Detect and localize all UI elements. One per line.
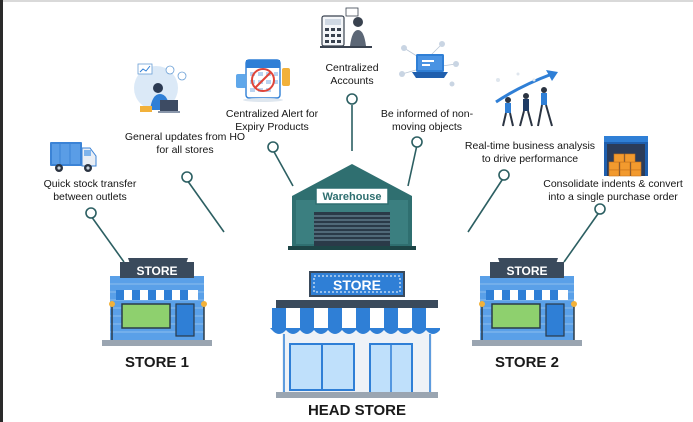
dot-centralized-accounts [346,93,358,105]
left-border [0,0,3,422]
label-line: Accounts [330,74,374,87]
store-2-sign-text: STORE [506,264,547,278]
connector-consolidate [563,210,601,263]
store-2-label: STORE 2 [495,354,559,371]
connector-expiry-alert [272,149,294,187]
dot-general-updates [181,171,193,183]
accountant-calculator-icon [320,7,372,48]
label-line: Be informed of non- [380,108,474,120]
label-general-updates: General updates from HO for all stores [110,131,260,156]
label-stock-transfer: Quick stock transfer between outlets [20,178,160,203]
label-line: General updates from HO [124,131,246,143]
label-line: Quick stock transfer [43,178,137,190]
warehouse-sign-text: Warehouse [323,191,382,203]
label-line: moving objects [391,120,463,133]
head-store-sign-inner [313,275,401,293]
label-line: Real-time business analysis [464,140,596,152]
delivery-truck-icon [50,142,97,172]
dot-non-moving [411,136,423,148]
connector-general-updates [186,179,225,233]
team-growth-chart-icon [495,70,558,127]
expiry-alert-calendar-icon [236,59,290,102]
store-2-building [472,258,582,346]
label-expiry-alert: Centralized Alert for Expiry Products [212,108,332,133]
dot-stock-transfer [85,207,97,219]
dot-business-analysis [498,169,510,181]
head-store-building [270,300,442,398]
head-store-sign-text: STORE [333,277,381,293]
label-line: Centralized [325,62,379,74]
person-laptop-analytics-icon [134,63,187,113]
label-line: to drive performance [481,152,579,165]
warehouse-building [288,164,416,250]
label-line: between outlets [53,190,127,203]
store-1-sign-board [120,262,194,278]
connector-stock-transfer [90,215,125,263]
label-line: Centralized Alert for [225,108,319,120]
label-line: Consolidate indents & convert [543,178,683,190]
label-line: for all stores [156,143,214,156]
store-1-sign-text: STORE [136,264,177,278]
laptop-network-icon [399,41,459,87]
connector-non-moving [407,144,418,187]
dot-expiry-alert [267,141,279,153]
warehouse-boxes-icon [604,136,648,177]
dot-consolidate [594,203,606,215]
top-border [0,0,693,2]
connector-business-analysis [467,176,505,233]
store-2-sign-board [490,262,564,278]
label-line: into a single purchase order [548,190,678,203]
label-business-analysis: Real-time business analysis to drive per… [450,140,610,165]
connectors [90,105,601,263]
store-1-label: STORE 1 [125,354,189,371]
head-store-label: HEAD STORE [307,402,407,419]
label-consolidate-indents: Consolidate indents & convert into a sin… [538,178,688,203]
warehouse-sign-board [315,187,389,205]
label-centralized-accounts: Centralized Accounts [302,62,402,87]
label-line: Expiry Products [235,120,309,133]
label-non-moving: Be informed of non- moving objects [372,108,482,133]
connector-dots [85,93,606,219]
